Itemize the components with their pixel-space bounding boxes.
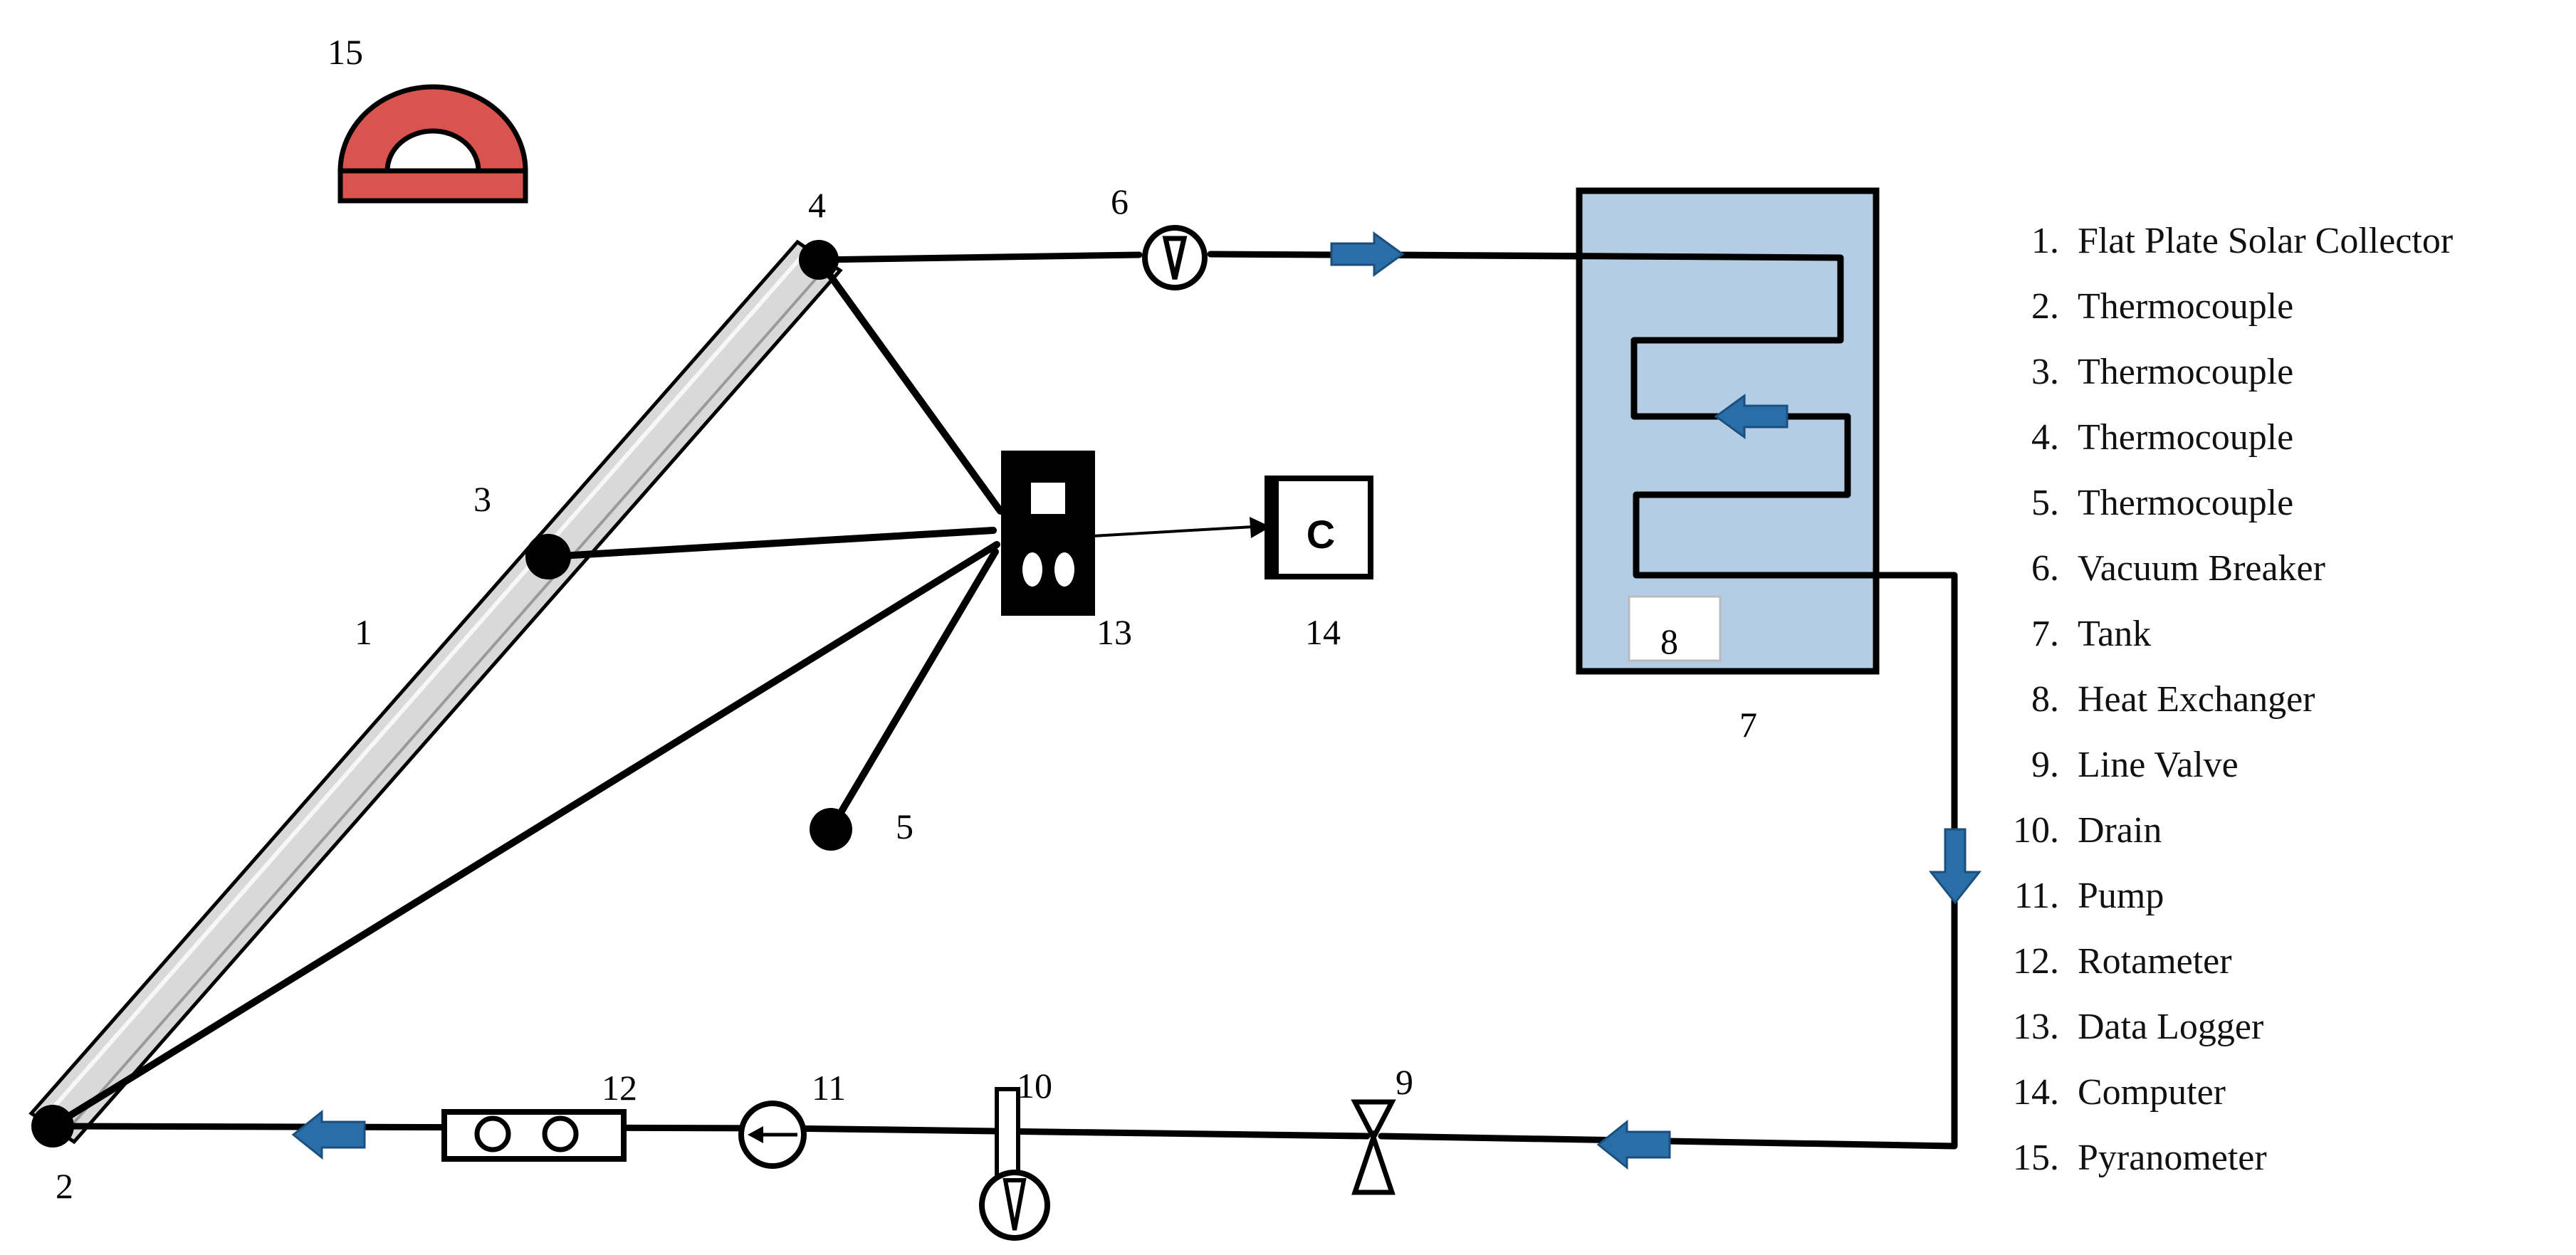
label-11: 11 (812, 1068, 846, 1108)
flat-plate-solar-collector (28, 239, 843, 1145)
label-7: 7 (1739, 705, 1757, 745)
label-3: 3 (473, 479, 491, 519)
label-6: 6 (1111, 182, 1129, 221)
legend-item: 3. Thermocouple (2031, 352, 2293, 392)
pump (738, 1101, 807, 1169)
label-12: 12 (602, 1068, 637, 1108)
thermocouple-4 (799, 240, 839, 280)
legend-number: 2. (2031, 286, 2059, 327)
legend-number: 11. (2014, 876, 2059, 916)
legend-label: Line Valve (2078, 745, 2239, 785)
label-2: 2 (56, 1166, 73, 1206)
label-5: 5 (896, 807, 913, 846)
legend-label: Thermocouple (2078, 352, 2293, 392)
flow-arrow-inlet (291, 1109, 366, 1160)
legend-number: 8. (2031, 679, 2059, 720)
legend-label: Heat Exchanger (2078, 679, 2315, 720)
legend-number: 12. (2013, 941, 2059, 982)
legend-number: 14. (2013, 1072, 2059, 1113)
legend-item: 5. Thermocouple (2031, 483, 2293, 523)
legend-number: 3. (2031, 352, 2059, 392)
legend-item: 2. Thermocouple (2031, 286, 2293, 327)
heat-exchanger-tag (1628, 595, 1722, 662)
legend-number: 1. (2031, 221, 2059, 261)
legend-label: Pump (2078, 876, 2164, 916)
legend-number: 9. (2031, 745, 2059, 785)
line-valve (1351, 1099, 1396, 1195)
computer-glyph: C (1307, 512, 1335, 557)
legend-item: 8. Heat Exchanger (2031, 679, 2315, 720)
data-logger (1001, 451, 1095, 616)
flow-arrow-hot (1330, 231, 1405, 277)
legend-label: Drain (2078, 810, 2162, 851)
label-14: 14 (1305, 612, 1341, 652)
label-10: 10 (1017, 1066, 1052, 1106)
legend-number: 7. (2031, 614, 2059, 654)
legend-number: 6. (2031, 548, 2059, 589)
flow-arrow-return (1596, 1119, 1671, 1170)
legend: 1. Flat Plate Solar Collector 2. Thermocoup… (2013, 221, 2453, 1178)
legend-number: 10. (2013, 810, 2059, 851)
legend-label: Thermocouple (2078, 417, 2293, 458)
flow-arrow-coil (1714, 394, 1789, 439)
drain (979, 1087, 1050, 1241)
legend-item: 13. Data Logger (2013, 1007, 2263, 1047)
thermocouple-5 (810, 808, 852, 851)
thermocouple-3 (525, 534, 571, 579)
label-15: 15 (328, 32, 363, 72)
legend-item: 1. Flat Plate Solar Collector (2031, 221, 2453, 261)
legend-number: 15. (2013, 1138, 2059, 1178)
legend-item: 7. Tank (2031, 614, 2151, 654)
legend-number: 13. (2013, 1007, 2059, 1047)
label-13: 13 (1096, 612, 1132, 652)
thermocouple-wires (49, 256, 1004, 1130)
flow-arrow-down (1928, 828, 1982, 905)
legend-label: Thermocouple (2078, 286, 2293, 327)
legend-item: 6. Vacuum Breaker (2031, 548, 2325, 589)
legend-label: Computer (2078, 1072, 2226, 1113)
legend-item: 11. Pump (2014, 876, 2164, 916)
legend-label: Rotameter (2078, 941, 2232, 982)
vacuum-breaker (1142, 225, 1208, 290)
legend-label: Data Logger (2078, 1007, 2263, 1047)
legend-label: Tank (2078, 614, 2151, 654)
legend-label: Vacuum Breaker (2078, 548, 2325, 589)
logger-to-computer-link (1092, 517, 1271, 538)
storage-tank (1576, 187, 1880, 675)
legend-item: 4. Thermocouple (2031, 417, 2293, 458)
pyranometer (337, 84, 528, 204)
legend-label: Flat Plate Solar Collector (2078, 221, 2453, 261)
legend-label: Thermocouple (2078, 483, 2293, 523)
legend-item: 15. Pyranometer (2013, 1138, 2267, 1178)
label-1: 1 (355, 612, 372, 652)
legend-item: 10. Drain (2013, 810, 2162, 851)
computer (1265, 476, 1373, 579)
legend-item: 12. Rotameter (2013, 941, 2232, 982)
legend-item: 14. Computer (2013, 1072, 2226, 1113)
thermocouple-2 (31, 1105, 74, 1148)
rotameter (441, 1109, 627, 1162)
label-9: 9 (1396, 1062, 1413, 1102)
legend-number: 5. (2031, 483, 2059, 523)
legend-item: 9. Line Valve (2031, 745, 2239, 785)
legend-number: 4. (2031, 417, 2059, 458)
label-4: 4 (808, 185, 826, 225)
label-8: 8 (1660, 621, 1678, 661)
legend-label: Pyranometer (2078, 1138, 2267, 1178)
